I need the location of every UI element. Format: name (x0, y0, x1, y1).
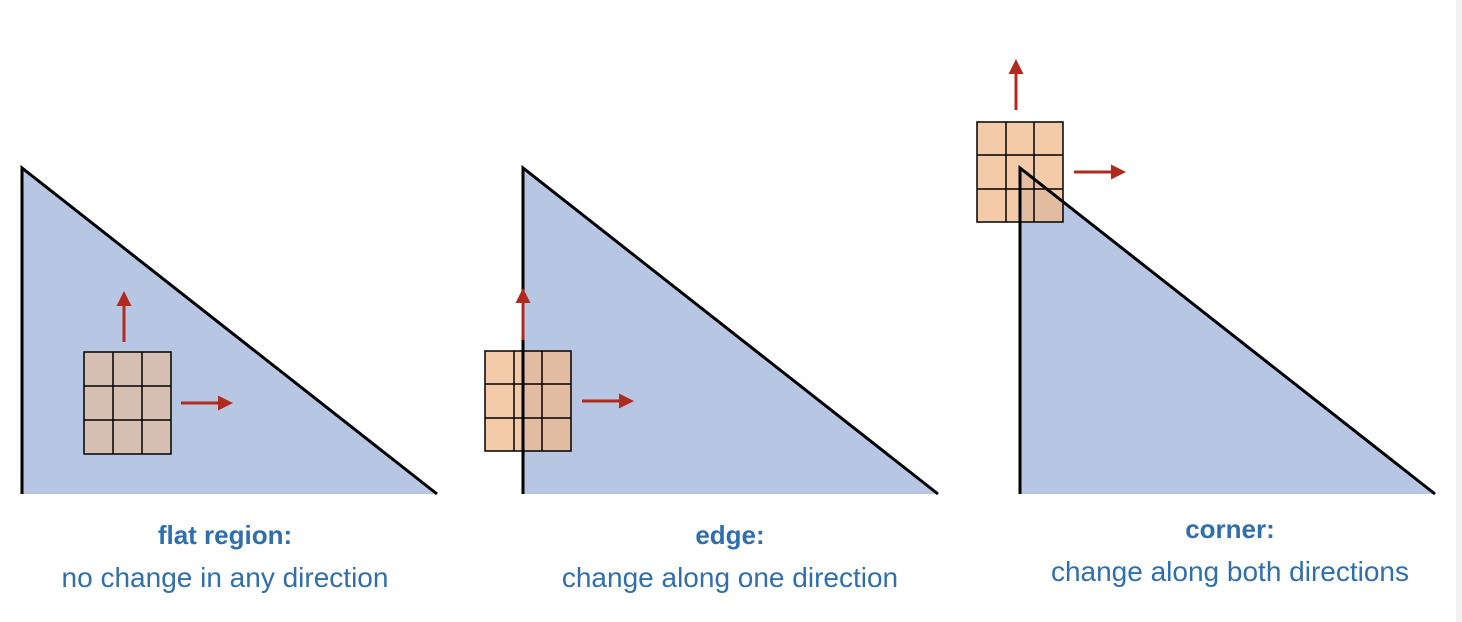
caption-corner-title: corner: (1185, 514, 1275, 544)
corner-triangle-outline (1018, 164, 1436, 496)
caption-edge: edge: change along one direction (520, 520, 940, 595)
flat-window (83, 351, 172, 455)
edge-triangle-outline (521, 164, 939, 496)
right-edge-strip (1456, 0, 1462, 622)
panel-corner (976, 59, 1436, 496)
caption-corner: corner: change along both directions (1010, 514, 1450, 589)
edge-window (484, 350, 572, 452)
caption-corner-subtitle: change along both directions (1050, 556, 1410, 588)
panel-flat-region (20, 164, 438, 496)
caption-edge-subtitle: change along one direction (561, 562, 899, 594)
caption-flat-title: flat region: (157, 520, 293, 550)
panel-edge (484, 164, 939, 496)
caption-edge-title: edge: (695, 520, 765, 550)
flat-triangle-outline (20, 164, 438, 496)
caption-flat-region: flat region: no change in any direction (15, 520, 435, 595)
caption-flat-subtitle: no change in any direction (61, 562, 389, 594)
